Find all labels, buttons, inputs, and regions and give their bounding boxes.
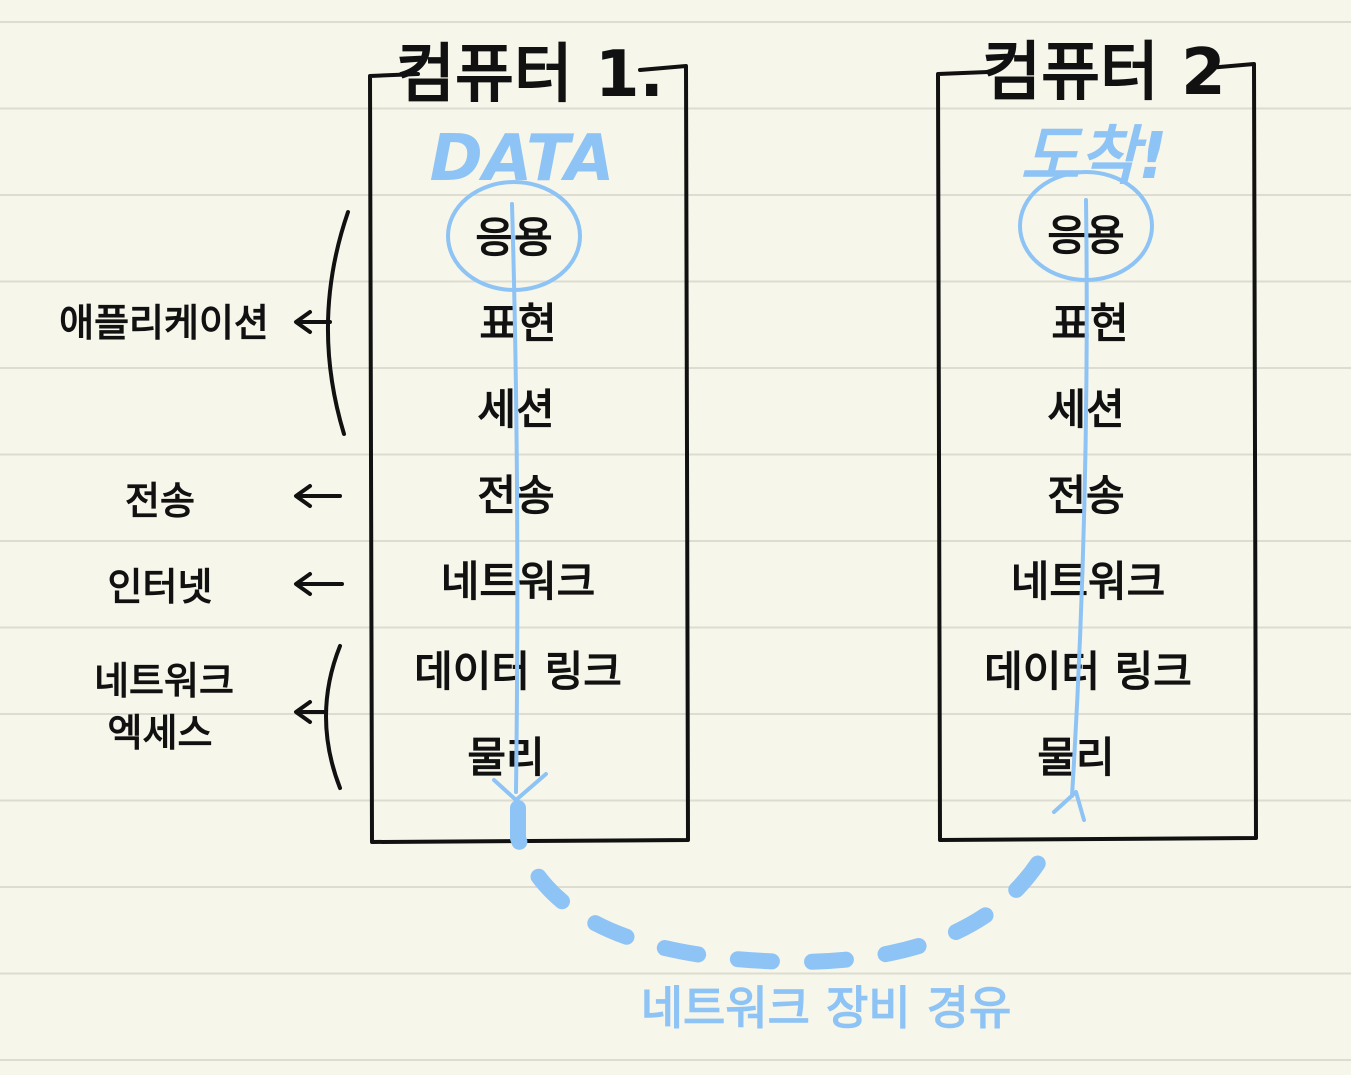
arrow-application-icon	[294, 310, 332, 334]
group-network-access-label-2: 엑세스	[108, 711, 213, 755]
computer2-layer-network: 네트워크	[1011, 557, 1166, 606]
computer1-layer-presentation: 표현	[479, 299, 556, 348]
arrow-internet-icon	[294, 572, 344, 596]
bracket-network-access	[324, 644, 342, 790]
computer2-title: 컴퓨터 2	[982, 36, 1225, 110]
arrow-transport-icon	[294, 484, 342, 508]
data-flow	[492, 198, 1089, 970]
computer2-layer-datalink: 데이터 링크	[984, 647, 1192, 696]
network-route-dashed-arc	[510, 800, 1064, 970]
network-route-label: 네트워크 장비 경유	[641, 981, 1012, 1035]
arrow-network-access-icon	[294, 700, 328, 724]
group-arrows	[294, 310, 344, 724]
computer1-box	[368, 64, 690, 844]
group-transport-label: 전송	[125, 479, 195, 523]
upward-flow-line	[1070, 198, 1089, 798]
tcpip-groups: 애플리케이션 전송 인터넷 네트워크 엑세스	[59, 301, 269, 755]
downward-arrowhead-icon	[492, 772, 548, 802]
data-label: DATA	[430, 122, 615, 196]
group-network-access-label-1: 네트워크	[94, 659, 234, 703]
group-brackets	[324, 210, 350, 790]
downward-flow-line	[510, 202, 520, 794]
computer2-layer-presentation: 표현	[1051, 299, 1128, 348]
computer1-layer-physical: 물리	[467, 733, 544, 782]
computer2-box	[936, 62, 1258, 842]
upward-arrowhead-icon	[1052, 790, 1086, 822]
computer1-title: 컴퓨터 1.	[396, 38, 664, 112]
group-application-label: 애플리케이션	[59, 301, 269, 345]
group-internet-label: 인터넷	[108, 565, 213, 609]
